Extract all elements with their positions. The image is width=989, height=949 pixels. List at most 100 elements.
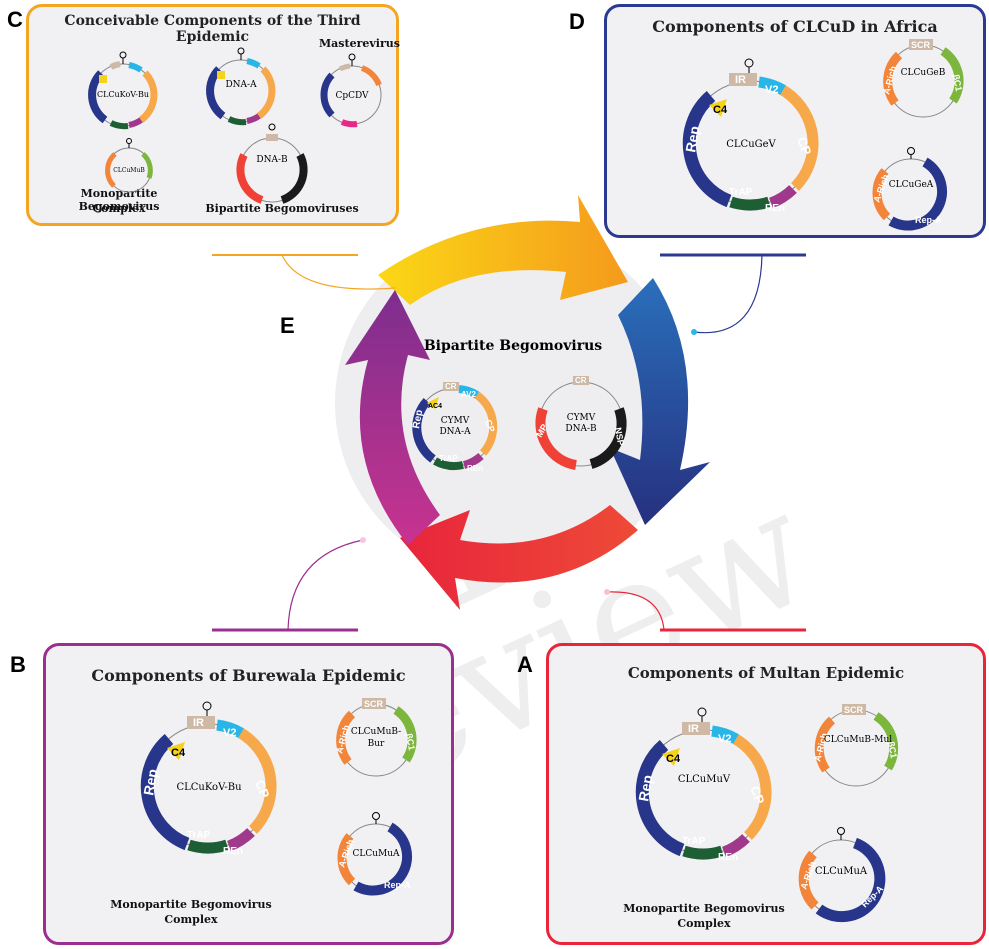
gene-rep-b: Rep [140,768,160,797]
gene-nsp-e: NSP [613,427,626,447]
gene-ren-b: REn [223,846,243,857]
genome-clcugea: A-Rich Rep-A CLCuGeA [871,147,948,231]
panel-d-genomes: Rep CP TrAP REn V2 IR C4 CLCuGeV A-Rich … [682,39,964,231]
label-dna-a-c: DNA-A [225,80,257,90]
genome-clcumub-bur: A-Rich βC1 SCR CLCuMuB- Bur [334,698,417,777]
gene-rep-a: Rep [635,774,655,803]
cycle-arrow-bottom [400,505,638,610]
panel-e-title: Bipartite Begomovirus [424,338,602,354]
genome-clcumuv: Rep CP TrAP REn V2 IR C4 CLCuMuV [635,707,772,863]
label-clcumub-b-2: Bur [368,739,385,749]
gene-cp-b: CP [252,778,272,800]
label-clcumub-b-1: CLCuMuB- [351,727,401,737]
label-clcukov-c: CLCuKoV-Bu [97,90,149,99]
gene-ir-a: IR [688,723,699,735]
cycle-arrow-top [378,195,628,305]
panel-c: Conceivable Components of the Third Epid… [7,4,400,226]
cycle-arrow-left [345,290,440,545]
label-dna-b-c: DNA-B [256,155,288,165]
label-clcumub-c: CLCuMuB [113,167,145,174]
panel-b-genomes: Rep CP TrAP REn V2 IR C4 CLCuKoV-Bu A-Ri… [140,698,417,896]
gene-c4-a: C4 [666,753,681,765]
genome-cpcdv: CpCDV [320,53,382,128]
panel-a-title: Components of Multan Epidemic [627,664,905,682]
gene-ir-d: IR [735,74,746,86]
complex-a-2: Complex [677,917,731,930]
gene-av2-e: AV2 [461,390,477,399]
gene-ren-d: REn [765,203,785,214]
panel-b: Components of Burewala Epidemic Monopart… [10,643,454,945]
cycle-arrow-right [610,278,710,525]
gene-betac1-a: βC1 [886,741,899,759]
label-cymv-a-2: DNA-A [439,427,471,437]
genome-clcugeb: A-Rich βC1 SCR CLCuGeB [881,39,964,118]
bipartite-label: Bipartite Begomoviruses [205,202,359,215]
label-clcuma-a: CLCuMuA [815,866,868,877]
gene-ac4-e: AC4 [428,403,442,410]
gene-c4-b: C4 [171,747,186,759]
genome-dna-a-c: DNA-A [206,47,276,126]
complex-b-2: Complex [164,913,218,926]
panel-d-title: Components of CLCuD in Africa [652,17,938,36]
panel-a: Components of Multan Epidemic Monopartit… [517,643,986,945]
genome-clcukov-c: CLCuKoV-Bu [88,51,158,130]
panel-e-letter: E [280,313,295,338]
gene-scr-d: SCR [911,40,931,50]
gene-trap-a: TrAP [682,836,706,847]
gene-betac1-d: βC1 [951,74,964,92]
genome-clcukov-b: Rep CP TrAP REn V2 IR C4 CLCuKoV-Bu [140,701,277,857]
gene-cp-a: CP [747,784,767,806]
gene-ir-b: IR [193,717,204,729]
panel-c-title: Conceivable Components of the Third Epid… [64,13,361,45]
label-cpcdv: CpCDV [335,91,369,101]
panel-a-genomes: Rep CP TrAP REn V2 IR C4 CLCuMuV A-Rich … [635,704,899,923]
gene-c4-d: C4 [713,104,728,116]
gene-repa-d: Rep-A [915,215,942,225]
genome-cymv-dna-b: MP NSP CR CYMV DNA-B [534,376,627,470]
gene-scr-a: SCR [844,705,864,715]
panel-b-title: Components of Burewala Epidemic [91,666,406,685]
genome-clcuma-b: A-Rich Rep-A CLCuMuA [336,812,413,896]
gene-trap-e: TrAP [439,454,458,463]
label-cymv-a-1: CYMV [441,416,470,426]
gene-v2-b: V2 [223,727,236,739]
gene-trap-b: TrAP [187,830,211,841]
gene-cp-e: CP [483,418,497,433]
label-cymv-b-2: DNA-B [565,424,597,434]
panel-d-letter: D [569,9,585,34]
gene-repa-b: Rep-A [384,880,411,890]
genome-clcuma-a: A-Rich Rep-A CLCuMuA [798,827,886,923]
complex-a-1: Monopartite Begomovirus [623,902,785,915]
gene-cr-e: CR [445,382,457,391]
genome-clcugev: Rep CP TrAP REn V2 IR C4 CLCuGeV [682,58,819,214]
complex-label-c: Complex [92,202,146,215]
panel-a-letter: A [517,652,533,677]
complex-b-1: Monopartite Begomovirus [110,898,272,911]
gene-cr-e2: CR [575,376,587,385]
label-clcugeb: CLCuGeB [901,68,946,78]
gene-cp-d: CP [794,135,814,157]
gene-rep-e: Rep [411,409,425,430]
gene-betac1-b: βC1 [404,733,417,751]
label-clcugev: CLCuGeV [726,139,776,150]
gene-v2-a: V2 [718,733,731,745]
gene-v2-d: V2 [765,84,778,96]
panel-b-letter: B [10,652,26,677]
panel-c-letter: C [7,7,23,32]
label-clcugea: CLCuGeA [889,180,934,190]
label-clcuma-b: CLCuMuA [352,849,400,859]
label-clcumuv: CLCuMuV [678,774,731,785]
mastrevirus-label: Masterevirus [319,37,400,50]
gene-trap-d: TrAP [729,187,753,198]
gene-arich-b: A-Rich [334,724,351,755]
panel-d: Components of CLCuD in Africa Rep CP TrA… [569,4,986,238]
label-cymv-b-1: CYMV [567,413,596,423]
genome-clcumub-c: CLCuMuB [105,138,153,193]
genome-clcumub-mul: A-Rich βC1 SCR CLCuMuB-Mul [812,704,899,787]
gene-rep-d: Rep [682,125,702,154]
gene-ren-a: REn [718,852,738,863]
genome-dna-b-c: DNA-B [236,123,308,204]
label-clcukov-b: CLCuKoV-Bu [176,782,242,793]
gene-scr-b: SCR [364,699,384,709]
